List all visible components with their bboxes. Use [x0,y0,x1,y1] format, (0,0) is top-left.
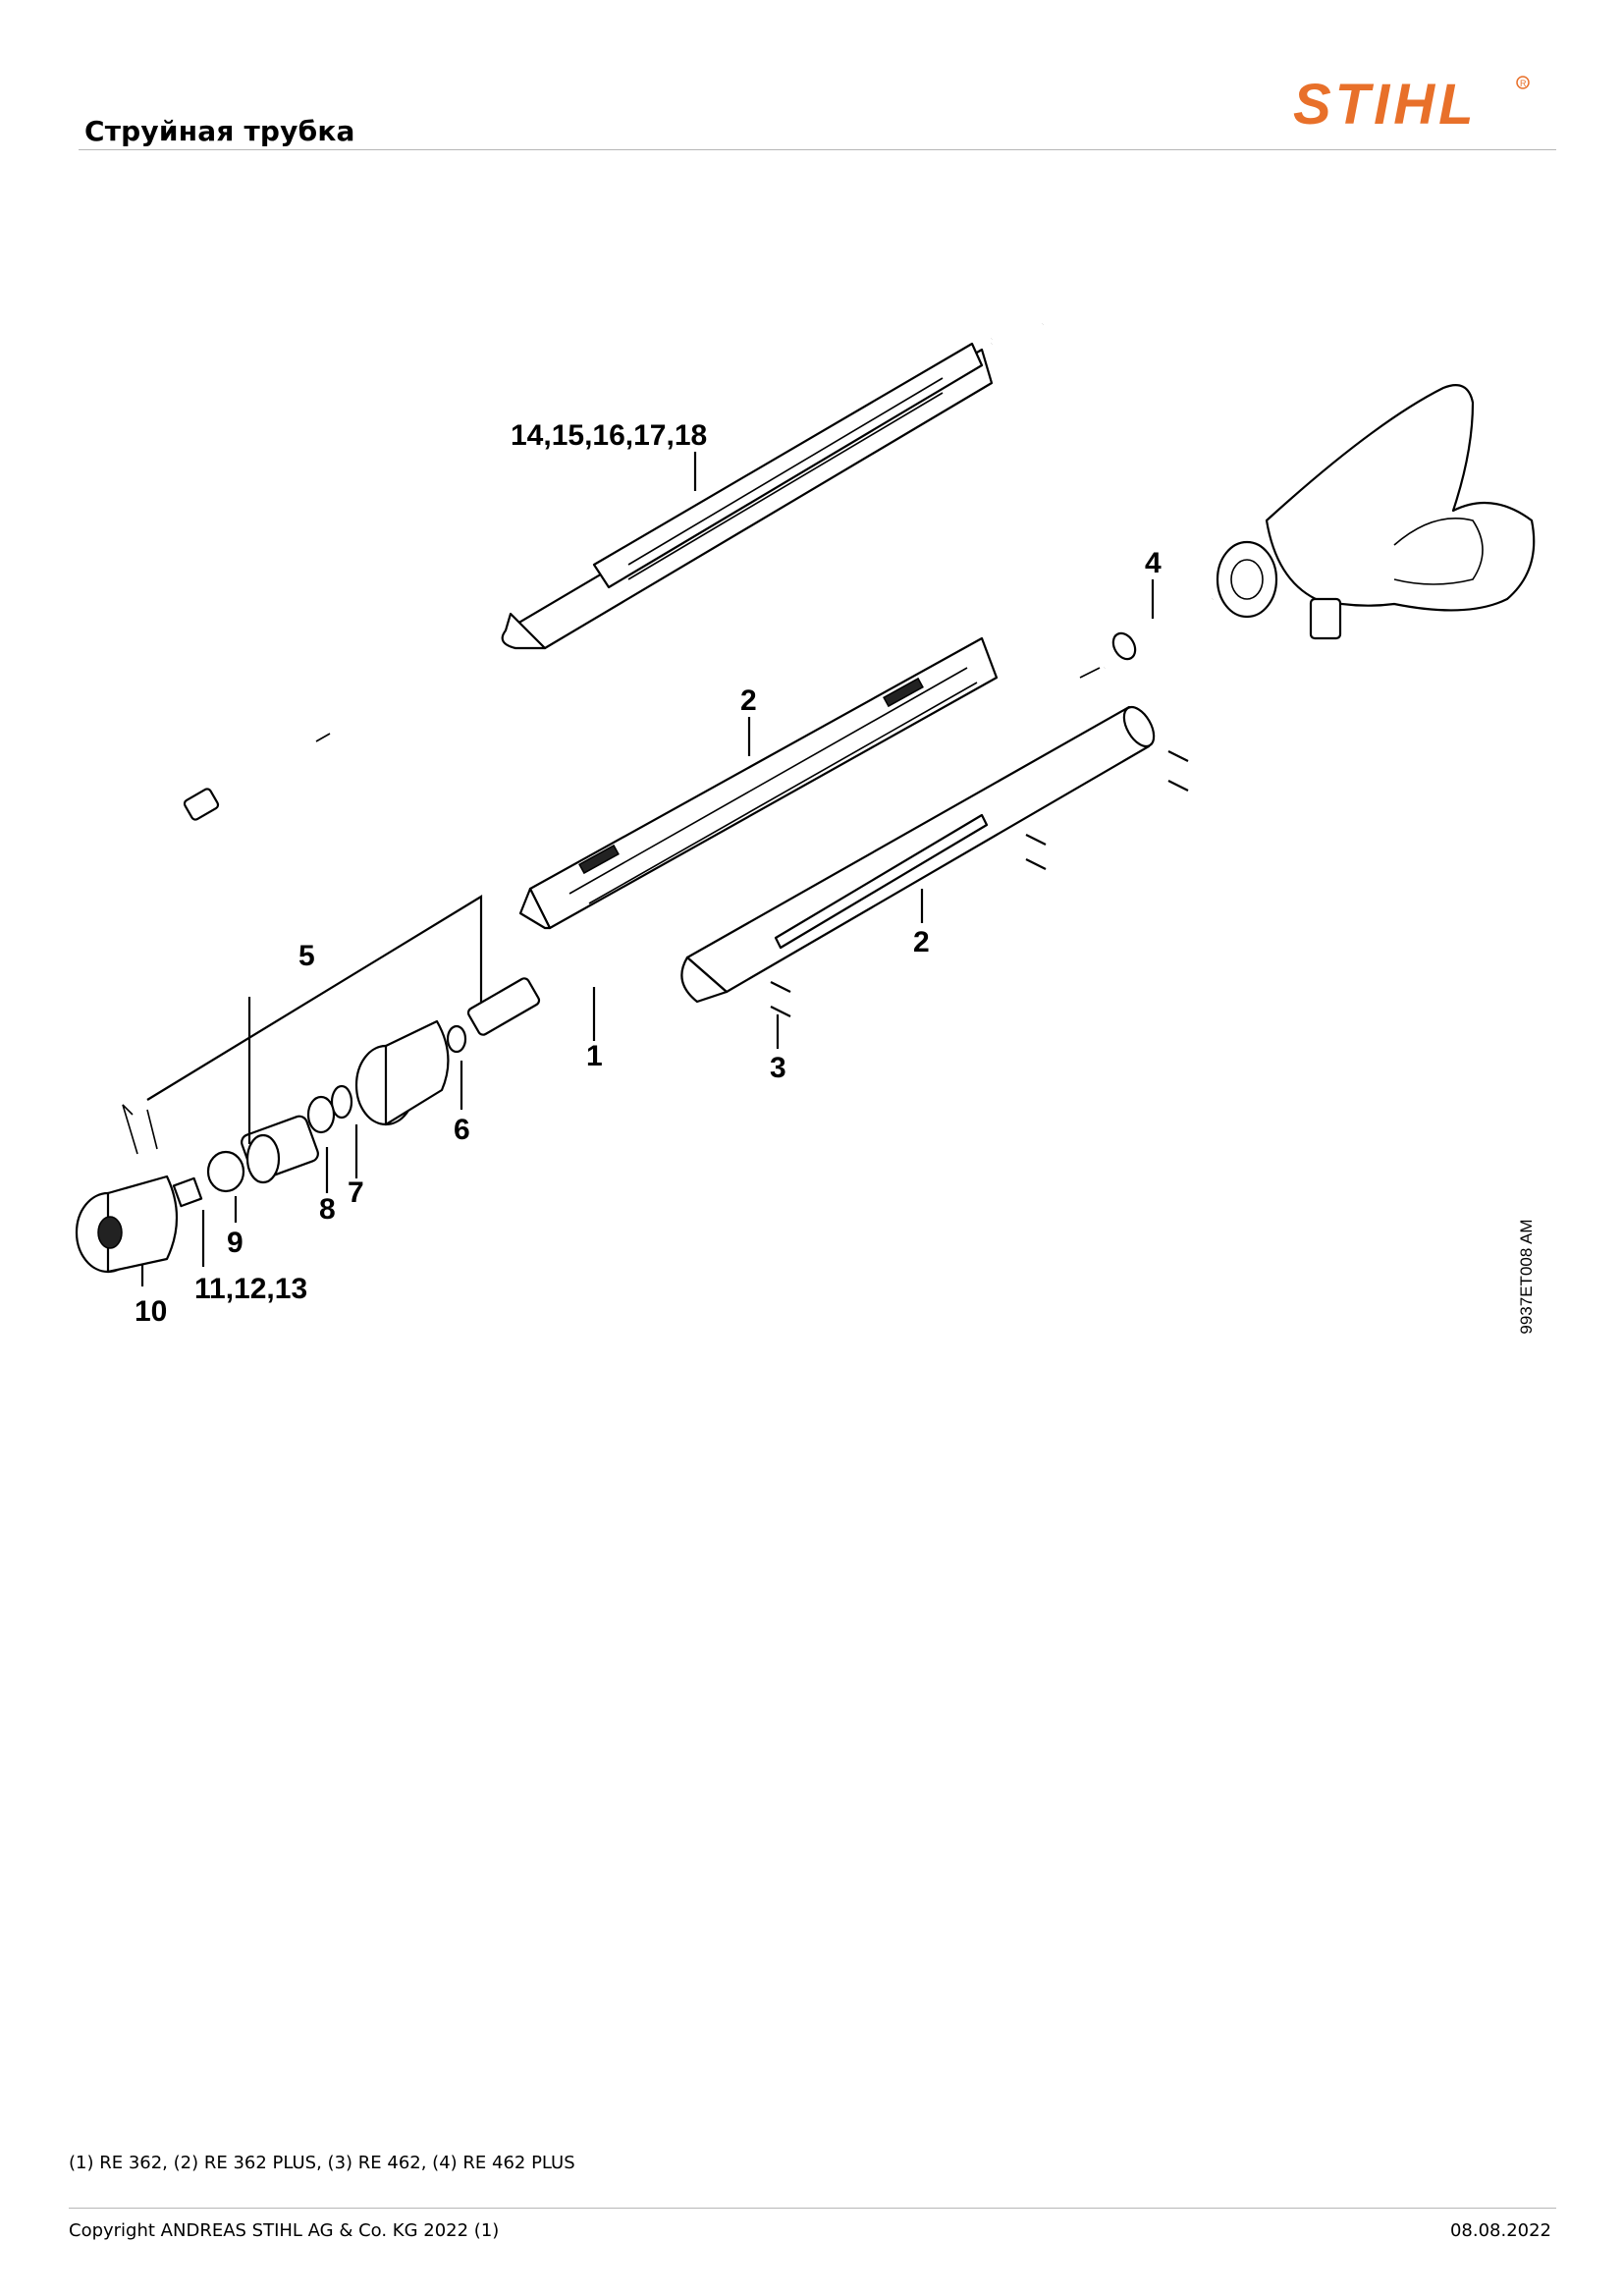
screws [770,750,1189,1017]
footer-divider [69,2208,1556,2209]
stihl-logo: STIHL R [1293,73,1530,137]
callout-5: 5 [298,940,315,972]
model-legend: (1) RE 362, (2) RE 362 PLUS, (3) RE 462,… [69,2153,575,2173]
callout-8: 8 [319,1193,336,1226]
trigger-gun [1216,384,1536,640]
nozzle-parts [75,1019,467,1274]
print-date: 08.08.2022 [1449,2220,1551,2241]
copyright-text: Copyright ANDREAS STIHL AG & Co. KG 2022… [69,2220,500,2241]
callout-14-18: 14,15,16,17,18 [511,419,707,452]
page-title: Струйная трубка [84,115,355,147]
handle-shell-lower [680,705,1156,1004]
callout-2-upper: 2 [740,684,757,717]
callout-3: 3 [770,1052,786,1084]
header-divider [79,149,1556,150]
callout-10: 10 [135,1295,167,1328]
callout-4: 4 [1145,547,1162,579]
callout-11-13: 11,12,13 [194,1273,307,1305]
quick-coupling [1111,594,1216,661]
svg-text:R: R [1520,79,1527,88]
leader-lines [140,452,1155,1286]
callout-6: 6 [454,1114,470,1146]
callout-7: 7 [348,1176,364,1209]
callout-9: 9 [227,1227,243,1259]
handle-shell-upper [518,636,999,930]
callout-1: 1 [586,1040,603,1072]
spray-lance-assembly [183,320,1045,821]
lance-tube [466,664,1108,1036]
drawing-id: 9937ET008 AM [1517,1219,1536,1335]
svg-text:STIHL: STIHL [1293,73,1478,137]
callout-2-lower: 2 [913,926,930,958]
